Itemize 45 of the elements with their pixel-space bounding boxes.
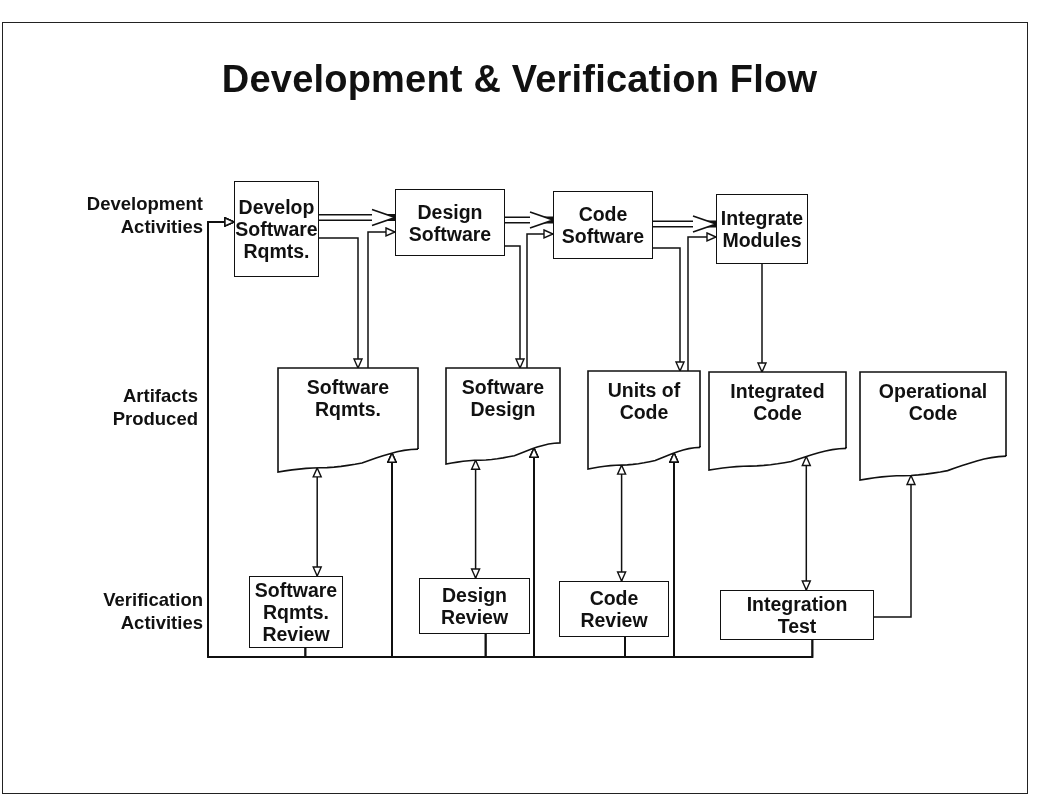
- node-label: Integrate Modules: [720, 207, 804, 251]
- document-shape: [446, 368, 560, 464]
- node-label: Develop Software Rqmts.: [235, 196, 318, 262]
- process-box: [716, 194, 808, 264]
- arrow: [504, 245, 525, 369]
- node-label: Code Software: [560, 203, 646, 247]
- row-label: Artifacts Produced: [111, 384, 198, 430]
- node-label: Design Software: [407, 200, 493, 245]
- node-label: Integration Test: [745, 593, 849, 637]
- arrow: [318, 237, 363, 369]
- arrow: [669, 452, 814, 658]
- node-label: Software Rqmts.: [305, 376, 391, 420]
- process-box: [559, 581, 669, 637]
- process-box: [234, 181, 319, 277]
- process-box: [720, 590, 874, 640]
- process-box: [419, 578, 530, 634]
- row-label: Development Activities: [85, 192, 203, 238]
- document-shape: [860, 372, 1006, 480]
- arrow: [526, 229, 554, 369]
- arrow: [312, 467, 322, 577]
- arrow: [757, 263, 767, 373]
- node-label: Design Review: [439, 584, 510, 628]
- document-shape: [709, 372, 846, 470]
- node-label: Integrated Code: [729, 380, 826, 424]
- document-shape: [588, 371, 700, 469]
- arrow: [470, 459, 481, 579]
- arrow: [687, 232, 717, 372]
- node-label: Software Design: [460, 376, 546, 420]
- node-label: Software Rqmts. Review: [254, 579, 338, 645]
- arrow: [652, 247, 685, 372]
- hollow-arrow: [505, 211, 554, 229]
- document-shape: [278, 368, 418, 472]
- node-label: Units of Code: [606, 379, 682, 423]
- hollow-arrow: [319, 208, 396, 227]
- row-label: Verification Activities: [102, 588, 203, 634]
- node-label: Code Review: [579, 587, 649, 631]
- hollow-arrow: [653, 215, 717, 233]
- arrow: [801, 455, 811, 591]
- title: Development & Verification Flow: [220, 58, 819, 101]
- arrow: [873, 474, 916, 618]
- node-label: Operational Code: [877, 380, 989, 424]
- arrow: [367, 227, 396, 369]
- arrow: [616, 464, 627, 582]
- process-box: [395, 189, 505, 256]
- process-box: [553, 191, 653, 259]
